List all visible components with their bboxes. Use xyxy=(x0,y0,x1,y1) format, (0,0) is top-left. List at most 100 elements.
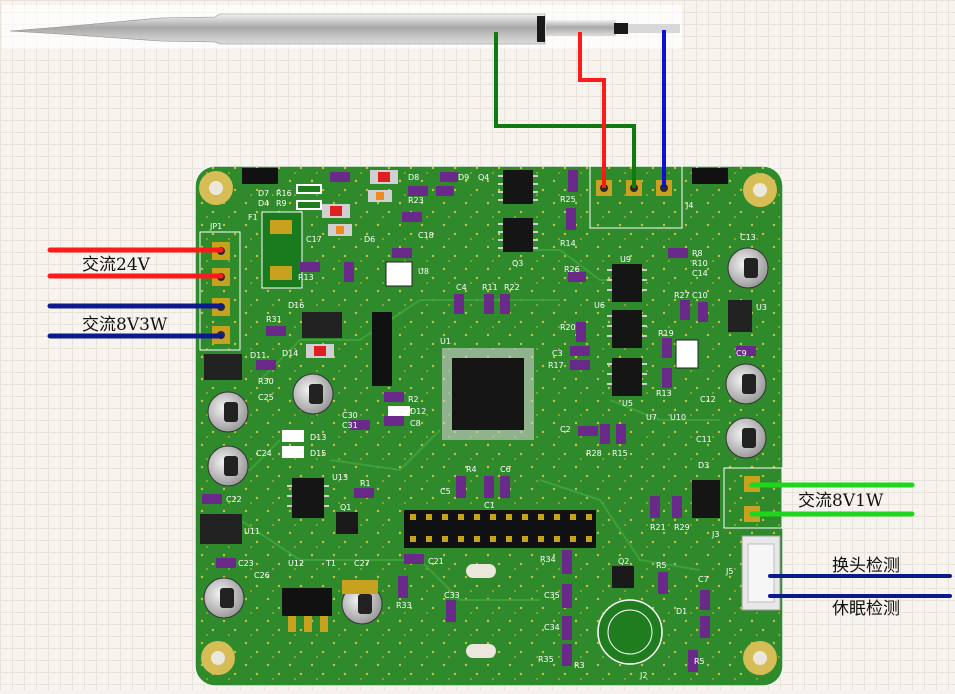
label-j5: J5 xyxy=(725,567,733,576)
label-f1: F1 xyxy=(248,213,258,222)
label-r13: R13 xyxy=(656,389,672,398)
iron-wires xyxy=(494,30,666,188)
label-u1: U1 xyxy=(440,337,451,346)
label-r25: R25 xyxy=(560,195,576,204)
label-c7: C7 xyxy=(698,575,709,584)
mcu-chip: U1 xyxy=(440,337,534,440)
label-jp1: JP1 xyxy=(209,222,222,231)
label-u11: U11 xyxy=(244,527,260,536)
label-r29: R29 xyxy=(674,523,690,532)
label-u12: U12 xyxy=(288,559,304,568)
label-u5: U5 xyxy=(622,399,633,408)
label-d16: D16 xyxy=(288,301,304,310)
label-c22: C22 xyxy=(226,495,242,504)
label-r10: R10 xyxy=(692,259,708,268)
label-c21: C21 xyxy=(428,557,444,566)
label-r1: R1 xyxy=(360,479,371,488)
label-d4: D4 xyxy=(258,199,269,208)
label-c4: C4 xyxy=(456,283,467,292)
label-d6: D6 xyxy=(364,235,375,244)
label-q2: Q2 xyxy=(618,557,629,566)
label-r9: R9 xyxy=(276,199,287,208)
label-c6: C6 xyxy=(500,465,511,474)
label-c14: C14 xyxy=(692,269,708,278)
label-r4: R4 xyxy=(466,465,477,474)
label-d11: D11 xyxy=(250,351,266,360)
label-c31: C31 xyxy=(342,421,358,430)
label-r21: R21 xyxy=(650,523,666,532)
label-c11: C11 xyxy=(696,435,712,444)
power-wires xyxy=(47,247,952,598)
label-r3: R3 xyxy=(574,661,585,670)
label-sleep-detect: 休眠检测 xyxy=(832,599,900,619)
label-j2: J2 xyxy=(639,671,647,680)
label-c23: C23 xyxy=(238,559,254,568)
label-c18: C18 xyxy=(418,231,434,240)
label-q1: Q1 xyxy=(340,503,351,512)
label-r31: R31 xyxy=(266,315,282,324)
label-r5b: R5 xyxy=(694,657,705,666)
label-d3: D3 xyxy=(698,461,709,470)
label-r8: R8 xyxy=(692,249,703,258)
label-r30: R30 xyxy=(258,377,274,386)
label-r23: R23 xyxy=(408,196,424,205)
label-r2: R2 xyxy=(408,395,419,404)
label-d13: D13 xyxy=(310,433,326,442)
label-c17: C17 xyxy=(306,235,322,244)
label-c9: C9 xyxy=(736,349,747,358)
mount-hole xyxy=(199,171,777,675)
label-r14: R14 xyxy=(560,239,576,248)
label-d12: D12 xyxy=(410,407,426,416)
label-r22: R22 xyxy=(504,283,520,292)
label-c24: C24 xyxy=(256,449,272,458)
label-d1: D1 xyxy=(676,607,687,616)
label-r27: R27 xyxy=(674,291,690,300)
label-d14: D14 xyxy=(282,349,298,358)
soldering-iron xyxy=(2,5,682,49)
label-ac24v: 交流24V xyxy=(82,255,151,275)
label-c5: C5 xyxy=(440,487,451,496)
label-d15: D15 xyxy=(310,449,326,458)
label-c26: C26 xyxy=(254,571,270,580)
label-r20: R20 xyxy=(560,323,576,332)
label-r11: R11 xyxy=(482,283,498,292)
label-u10: U10 xyxy=(670,413,686,422)
label-c34: C34 xyxy=(544,623,560,632)
label-j4: J4 xyxy=(685,201,693,210)
label-q3: Q3 xyxy=(512,259,523,268)
label-d7: D7 xyxy=(258,189,269,198)
label-u8: U8 xyxy=(418,267,429,276)
label-r17: R17 xyxy=(548,361,564,370)
label-r13: R13 xyxy=(298,273,314,282)
label-c13: C13 xyxy=(740,233,756,242)
label-r19: R19 xyxy=(658,329,674,338)
label-u13: U13 xyxy=(332,473,348,482)
label-r33: R33 xyxy=(396,601,412,610)
label-c1: C1 xyxy=(484,501,495,510)
pcb-board: JP1 F1 J4 J3 J5 U1 xyxy=(194,165,784,687)
label-d8: D8 xyxy=(408,173,419,182)
label-r35: R35 xyxy=(538,655,554,664)
label-c2: C2 xyxy=(560,425,571,434)
label-r26: R26 xyxy=(564,265,580,274)
label-c8: C8 xyxy=(410,419,421,428)
label-q4: Q4 xyxy=(478,173,489,182)
label-u6: U6 xyxy=(594,301,605,310)
label-c30: C30 xyxy=(342,411,358,420)
label-d9: D9 xyxy=(458,173,469,182)
label-j3: J3 xyxy=(711,530,719,539)
label-u7: U7 xyxy=(646,413,657,422)
label-r5: R5 xyxy=(656,561,667,570)
label-r34: R34 xyxy=(540,555,556,564)
label-c3: C3 xyxy=(552,349,563,358)
label-tip-change-detect: 换头检测 xyxy=(832,556,900,576)
label-c10: C10 xyxy=(692,291,708,300)
label-ac8v3w: 交流8V3W xyxy=(82,315,168,335)
label-r15: R15 xyxy=(612,449,628,458)
label-u9: U9 xyxy=(620,255,631,264)
label-ac8v1w: 交流8V1W xyxy=(798,491,884,511)
label-c12: C12 xyxy=(700,395,716,404)
label-c27: C27 xyxy=(354,559,370,568)
